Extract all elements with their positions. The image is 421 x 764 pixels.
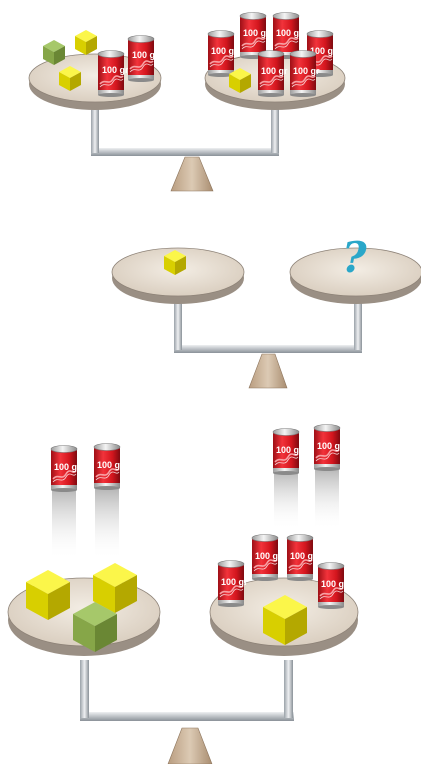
falling-can: 100 gr bbox=[94, 444, 124, 491]
scale-2: ? bbox=[112, 233, 421, 388]
motion-trail bbox=[52, 488, 76, 560]
weight-can: 100 gr bbox=[258, 51, 288, 98]
scale-3: 100 gr 100 gr 100 gr 100 gr bbox=[8, 425, 358, 764]
question-mark: ? bbox=[342, 233, 367, 282]
falling-can: 100 gr bbox=[273, 429, 303, 476]
fulcrum bbox=[171, 157, 213, 191]
can-label: 100 gr bbox=[243, 28, 270, 38]
can-label: 100 gr bbox=[102, 65, 129, 75]
scale-1: 100 gr 100 gr 100 gr 100 gr 100 gr 100 g… bbox=[29, 13, 345, 192]
motion-trail bbox=[274, 470, 298, 530]
crossbar bbox=[91, 148, 279, 156]
falling-can: 100 gr bbox=[51, 446, 81, 493]
cube-yellow bbox=[75, 30, 97, 55]
can-label: 100 gr bbox=[211, 46, 238, 56]
crossbar bbox=[174, 345, 362, 353]
can-label: 100 gr bbox=[261, 66, 288, 76]
weight-can: 100 gr bbox=[252, 535, 282, 582]
weight-can: 100 gr bbox=[318, 563, 348, 610]
motion-trail bbox=[315, 468, 339, 530]
stem-right bbox=[284, 660, 293, 718]
stem-left bbox=[80, 660, 89, 718]
can-label: 100 gr bbox=[290, 551, 317, 561]
can-label: 100 gr bbox=[321, 579, 348, 589]
weight-can: 100 gr bbox=[287, 535, 317, 582]
fulcrum bbox=[168, 728, 212, 764]
can-label: 100 gr bbox=[97, 460, 124, 470]
can-label: 100 gr bbox=[276, 445, 303, 455]
can-label: 100 gr bbox=[132, 50, 159, 60]
crossbar bbox=[80, 712, 294, 721]
can-label: 100 gr bbox=[276, 28, 303, 38]
motion-trail bbox=[95, 488, 119, 560]
weight-can: 100 gr bbox=[208, 31, 238, 78]
can-label: 100 gr bbox=[293, 66, 320, 76]
falling-can: 100 gr bbox=[314, 425, 344, 472]
fulcrum bbox=[249, 354, 287, 388]
weight-can: 100 gr bbox=[290, 51, 320, 98]
can-label: 100 gr bbox=[221, 577, 248, 587]
weight-can: 100 gr bbox=[218, 561, 248, 608]
can-label: 100 gr bbox=[255, 551, 282, 561]
can-label: 100 gr bbox=[317, 441, 344, 451]
can-label: 100 gr bbox=[54, 462, 81, 472]
